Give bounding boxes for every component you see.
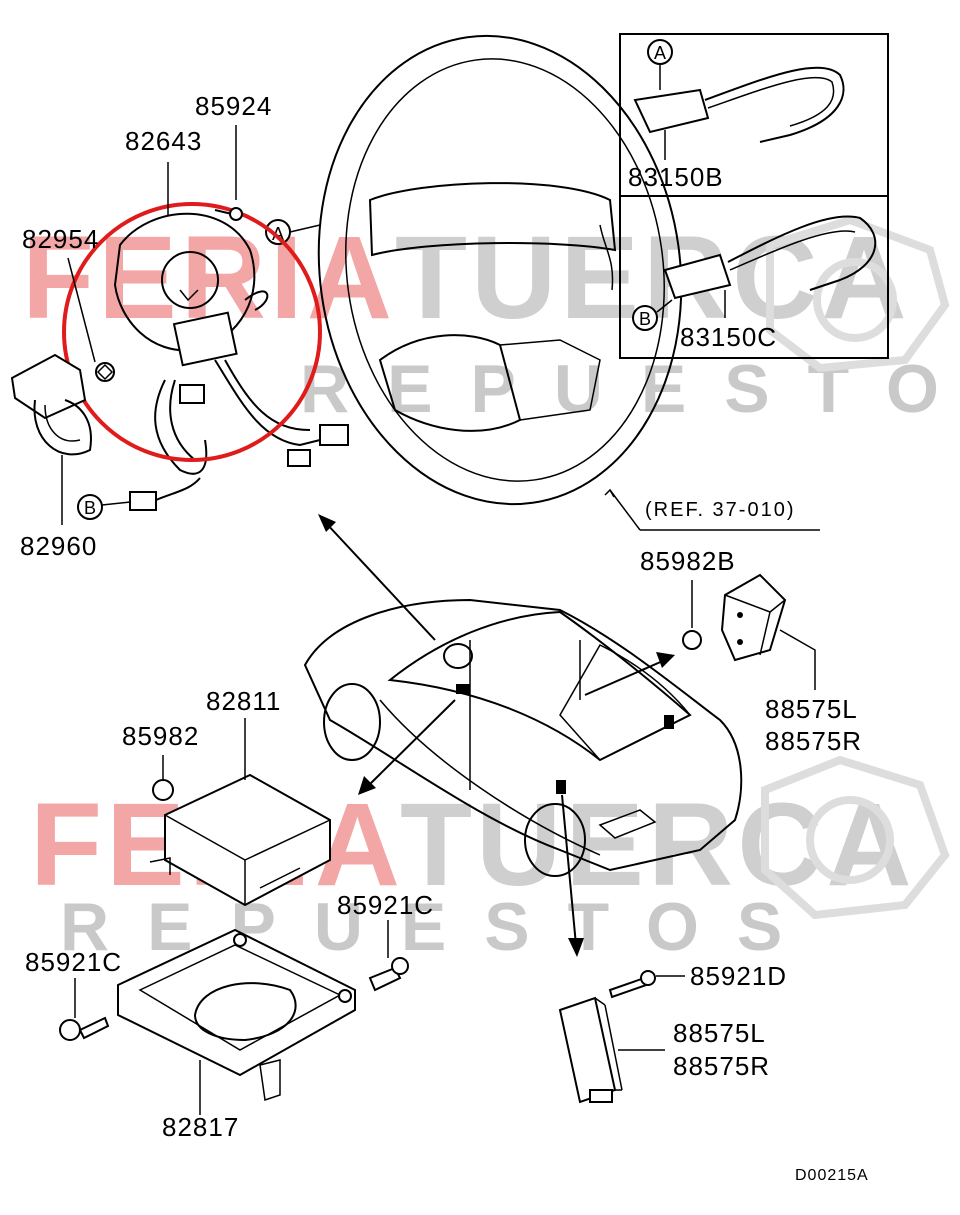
watermark-tuerca-bottom: TUERCA — [400, 779, 916, 911]
bolt-85921c-right-icon — [368, 920, 409, 992]
label-88575r-top: 88575R — [765, 726, 862, 756]
label-85921d: 85921D — [690, 961, 787, 991]
bolt-85921d-icon — [640, 970, 656, 986]
bolt-85921c-left-icon — [59, 978, 110, 1041]
label-85924: 85924 — [195, 91, 272, 121]
srs-control-unit — [149, 718, 331, 907]
watermark: FERIA TUERCA REPUESTOS FERIA TUERCA REPU… — [22, 212, 960, 965]
mounting-bracket — [117, 928, 356, 1115]
watermark-nut-icon-top — [766, 215, 950, 373]
screw-85924-icon — [214, 125, 243, 221]
callout-b-clock-spring: B — [77, 494, 131, 520]
label-82811: 82811 — [206, 686, 281, 716]
combination-switch-82960 — [10, 353, 92, 525]
label-88575r-bottom: 88575R — [673, 1051, 770, 1081]
diagram-code: D00215A — [795, 1167, 869, 1184]
callout-a-wheel: A — [265, 219, 321, 245]
part-labels: 85924 82643 82954 82960 83150B 83150C 85… — [20, 91, 869, 1184]
connector-83150c: B — [632, 215, 877, 331]
watermark-repuestos-bottom: REPUESTOS — [60, 889, 820, 965]
label-82643: 82643 — [125, 126, 202, 156]
label-82954: 82954 — [22, 224, 99, 254]
steering-wheel — [317, 34, 820, 531]
label-85982: 85982 — [122, 721, 199, 751]
side-sensor-top — [682, 573, 816, 690]
reference-label: (REF. 37-010) — [645, 499, 796, 521]
car-body — [303, 598, 743, 877]
label-83150b: 83150B — [628, 162, 724, 192]
watermark-nut-icon-bottom — [761, 755, 950, 920]
callout-b-letter: B — [84, 498, 96, 518]
label-82817: 82817 — [162, 1112, 239, 1142]
label-82960: 82960 — [20, 531, 97, 561]
highlight-circle — [62, 202, 322, 462]
label-85921c-left: 85921C — [25, 947, 122, 977]
inset-callout-a-letter: A — [654, 43, 666, 63]
clock-spring — [113, 212, 349, 511]
nut-82954-icon — [67, 257, 115, 382]
label-88575l-bottom: 88575L — [673, 1018, 766, 1048]
nut-85982-icon — [152, 779, 174, 801]
label-88575l-top: 88575L — [765, 694, 858, 724]
label-85982b: 85982B — [640, 546, 736, 576]
connector-83150b: A — [633, 39, 845, 160]
label-85921c-right: 85921C — [337, 890, 434, 920]
inset-callout-b-letter: B — [639, 309, 651, 329]
locator-arrows — [318, 514, 675, 957]
front-sensor-bottom — [558, 970, 685, 1104]
nut-85982b-icon — [682, 630, 702, 650]
label-83150c: 83150C — [680, 322, 777, 352]
inset-box: A B — [619, 33, 889, 359]
